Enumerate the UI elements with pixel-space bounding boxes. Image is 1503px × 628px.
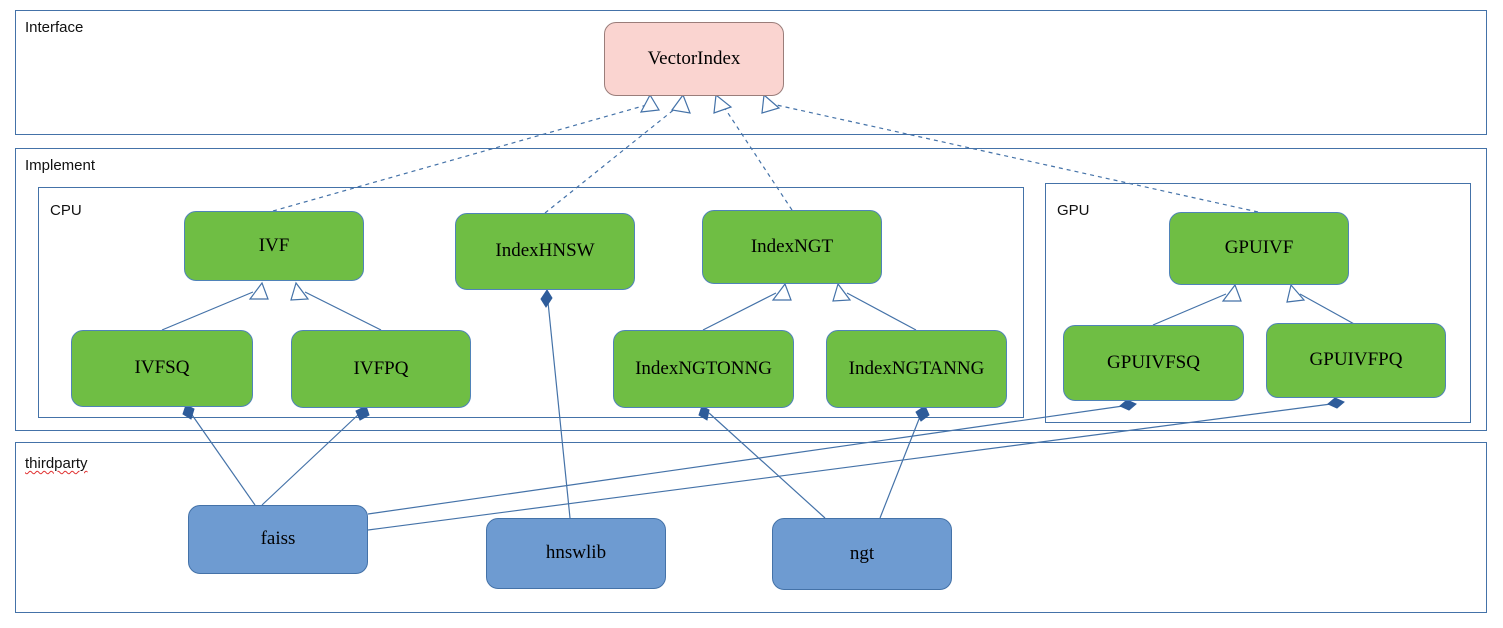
- node-indexngtonng[interactable]: IndexNGTONNG: [613, 330, 794, 408]
- node-ivf[interactable]: IVF: [184, 211, 364, 281]
- node-gpuivfpq[interactable]: GPUIVFPQ: [1266, 323, 1446, 398]
- node-gpuivfsq-label: GPUIVFSQ: [1107, 351, 1200, 373]
- node-faiss-label: faiss: [260, 528, 296, 550]
- node-hnswlib[interactable]: hnswlib: [486, 518, 666, 589]
- group-gpu-label: GPU: [1057, 202, 1090, 219]
- node-indexngt-label: IndexNGT: [750, 235, 834, 257]
- node-hnswlib-label: hnswlib: [545, 542, 607, 564]
- node-indexhnsw[interactable]: IndexHNSW: [455, 213, 635, 290]
- node-ngt[interactable]: ngt: [772, 518, 952, 590]
- node-ivf-label: IVF: [258, 234, 290, 256]
- group-cpu-label: CPU: [50, 202, 82, 219]
- node-ivfsq-label: IVFSQ: [134, 357, 190, 379]
- node-faiss[interactable]: faiss: [188, 505, 368, 574]
- node-ivfpq[interactable]: IVFPQ: [291, 330, 471, 408]
- node-indexngtonng-label: IndexNGTONNG: [635, 357, 772, 379]
- node-indexngtanng[interactable]: IndexNGTANNG: [826, 330, 1007, 408]
- node-gpuivfsq[interactable]: GPUIVFSQ: [1063, 325, 1244, 401]
- node-indexngtanng-label: IndexNGTANNG: [848, 357, 985, 379]
- node-ngt-label: ngt: [849, 542, 875, 564]
- group-interface-label: Interface: [25, 19, 84, 36]
- group-thirdparty-label: thirdparty: [25, 455, 88, 472]
- node-indexhnsw-label: IndexHNSW: [495, 240, 595, 262]
- node-vectorindex-label: VectorIndex: [647, 47, 741, 69]
- node-gpuivf-label: GPUIVF: [1224, 237, 1294, 259]
- node-gpuivf[interactable]: GPUIVF: [1169, 212, 1349, 285]
- node-ivfpq-label: IVFPQ: [353, 357, 409, 379]
- node-indexngt[interactable]: IndexNGT: [702, 210, 882, 284]
- node-ivfsq[interactable]: IVFSQ: [71, 330, 253, 407]
- group-implement-label: Implement: [25, 157, 96, 174]
- node-gpuivfpq-label: GPUIVFPQ: [1309, 349, 1403, 371]
- node-vectorindex[interactable]: VectorIndex: [604, 22, 784, 96]
